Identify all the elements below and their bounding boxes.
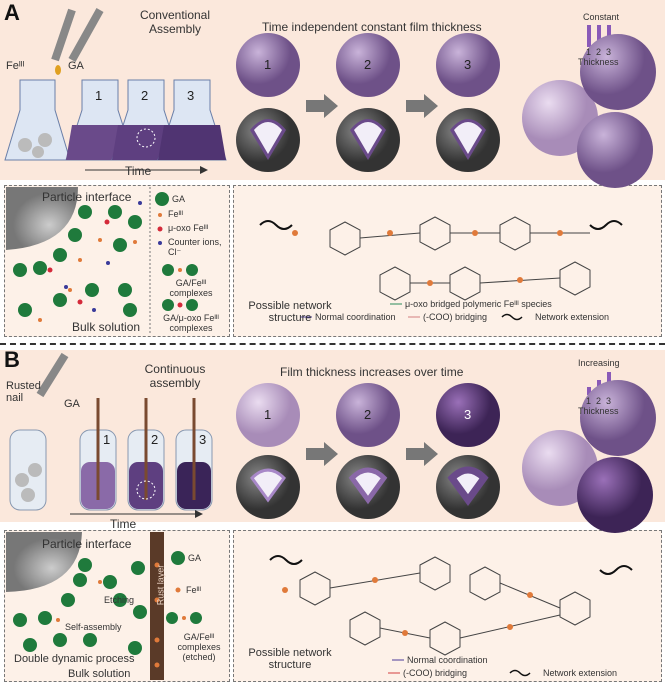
sphere-label: 3	[464, 407, 472, 422]
legend-ga-oxo-complexes: GA/μ-oxo Feᴵᴵᴵ complexes	[163, 313, 219, 333]
flasks-a	[4, 8, 227, 174]
sphere-label: 1	[264, 407, 272, 422]
etching-label: Etching	[104, 595, 135, 605]
rust-layer	[150, 532, 164, 680]
legend-ga: GA	[188, 553, 202, 563]
self-assembly-label: Self-assembly	[65, 622, 122, 632]
thickness-tick: 1	[586, 396, 592, 406]
time-label: Time	[125, 164, 152, 178]
bulk-solution-label: Bulk solution	[68, 668, 131, 680]
center-title: Time independent constant film thickness	[262, 20, 482, 34]
double-dynamic-label: Double dynamic process	[14, 653, 135, 665]
legend-fe: Feᴵᴵᴵ	[168, 209, 184, 219]
network-legend-extension: Network extension	[535, 312, 610, 322]
panel-a-network-box	[233, 185, 662, 337]
thickness-title: Increasing	[578, 358, 620, 368]
rusted-nail-label: Rusted nail	[6, 380, 41, 404]
rust-layer-label: Rust layer	[155, 564, 166, 606]
legend-oxo: μ-oxo Feᴵᴵᴵ	[168, 223, 209, 233]
conventional-assembly-title: Conventional Assembly	[139, 8, 211, 36]
interface-a	[6, 187, 198, 335]
network-structure-label: Possible network structure	[248, 300, 332, 324]
continuous-assembly-title: Continuous assembly	[144, 362, 206, 390]
particle-interface-label: Particle interface	[42, 190, 132, 204]
network-legend-coo: (-COO) bridging	[423, 312, 488, 322]
center-title: Film thickness increases over time	[280, 365, 464, 379]
tubes-b	[9, 352, 213, 518]
network-legend-extension: Network extension	[543, 668, 618, 678]
thickness-title: Constant	[583, 12, 620, 22]
spheres-b	[236, 372, 656, 533]
network-structure-label: Possible network structure	[248, 647, 332, 671]
sphere-label: 2	[364, 57, 372, 72]
thickness-label: Thickness	[578, 406, 619, 416]
reagent-ga-label: GA	[68, 60, 84, 72]
thickness-tick: 2	[596, 396, 602, 406]
particle-interface-label: Particle interface	[42, 537, 132, 551]
interface-b	[6, 532, 202, 680]
panel-b-letter: B	[4, 347, 20, 372]
tube-label: 2	[151, 432, 159, 447]
bulk-solution-label: Bulk solution	[72, 320, 141, 334]
legend-ga-fe-etched: GA/Feᴵᴵᴵ complexes (etched)	[177, 632, 221, 662]
panel-a-letter: A	[4, 0, 20, 25]
thickness-tick: 3	[606, 47, 612, 57]
legend-ga: GA	[172, 194, 186, 204]
thickness-tick: 1	[586, 47, 592, 57]
network-legend-oxo: μ-oxo bridged polymeric Feᴵᴵᴵ species	[405, 299, 552, 309]
panel-divider	[0, 343, 665, 345]
legend-counter-ions: Counter ions, Cl⁻	[168, 237, 222, 257]
reagent-fe-label: Feᴵᴵᴵ	[6, 60, 25, 72]
reagent-ga-label: GA	[64, 398, 80, 410]
thickness-tick: 2	[596, 47, 602, 57]
network-b	[269, 555, 633, 677]
flask-label: 3	[187, 88, 195, 103]
spheres-a	[236, 25, 656, 188]
network-legend-coo: (-COO) bridging	[403, 668, 468, 678]
flask-label: 1	[95, 88, 103, 103]
legend-fe: Feᴵᴵᴵ	[186, 585, 202, 595]
tube-label: 1	[103, 432, 111, 447]
sphere-label: 1	[264, 57, 272, 72]
sphere-label: 3	[464, 57, 472, 72]
network-legend-normal: Normal coordination	[407, 655, 488, 665]
tube-label: 3	[199, 432, 207, 447]
sphere-label: 2	[364, 407, 372, 422]
thickness-label: Thickness	[578, 57, 619, 67]
flask-label: 2	[141, 88, 149, 103]
time-label: Time	[110, 517, 137, 531]
network-legend-normal: Normal coordination	[315, 312, 396, 322]
legend-ga-fe-complexes: GA/Feᴵᴵᴵ complexes	[169, 278, 213, 298]
thickness-tick: 3	[606, 396, 612, 406]
